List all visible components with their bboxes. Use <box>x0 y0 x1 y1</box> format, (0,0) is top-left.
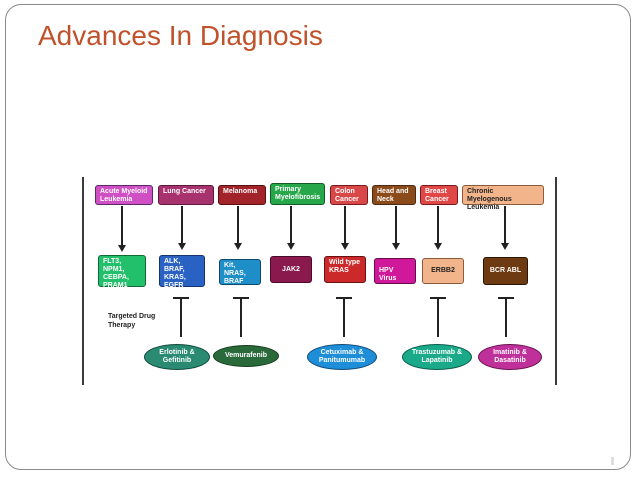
marker-box-jak2: JAK2 <box>270 256 312 283</box>
arrow-head-myelofibrosis <box>287 243 295 250</box>
arrow-aml <box>121 206 123 246</box>
arrow-lung <box>181 206 183 244</box>
disease-box-colon-cancer: Colon Cancer <box>330 185 368 205</box>
slide-title: Advances In Diagnosis <box>38 20 323 51</box>
drug-oval-imatinib-dasatinib: Imatinib & Dasatinib <box>478 344 542 370</box>
marker-box-bcr-abl: BCR ABL <box>483 257 528 285</box>
marker-box-erbb2: ERBB2 <box>422 258 464 284</box>
drug-oval-vemurafenib: Vemurafenib <box>213 345 279 367</box>
arrow-head-lung <box>178 243 186 250</box>
disease-box-lung-cancer: Lung Cancer <box>158 185 214 205</box>
arrow-head-colon <box>341 243 349 250</box>
inhibition-stem-cetuximab <box>343 297 345 337</box>
disease-box-primary-myelofibrosis: Primary Myelofibrosis <box>270 183 325 205</box>
disease-box-head-and-neck: Head and Neck <box>372 185 416 205</box>
arrow-head-neck <box>395 206 397 244</box>
drug-oval-trastuzumab-lapatinib: Trastuzumab & Lapatinib <box>402 344 472 370</box>
disease-box-breast-cancer: Breast Cancer <box>420 185 458 205</box>
targeted-drug-therapy-label: Targeted Drug Therapy <box>108 313 156 329</box>
arrow-myelofibrosis <box>290 206 292 244</box>
marker-box-wild-type-kras: Wild type KRAS <box>324 256 366 283</box>
disease-box-melanoma: Melanoma <box>218 185 266 205</box>
figure-right-edge <box>555 177 557 385</box>
drug-oval-erlotinib-gefitinib: Erlotinib & Gefitinib <box>144 344 210 370</box>
inhibition-stem-erlotinib <box>180 297 182 337</box>
inhibition-stem-imatinib <box>505 297 507 337</box>
marker-box-alk-braf: ALK, BRAF, KRAS, EGFR <box>159 255 205 289</box>
arrow-head-head-neck <box>392 243 400 250</box>
arrow-head-aml <box>118 245 126 252</box>
arrow-breast <box>437 206 439 244</box>
marker-box-kit-nras: Kit, NRAS, BRAF <box>219 259 261 285</box>
arrow-head-melanoma <box>234 243 242 250</box>
marker-box-hpv-virus: HPV Virus <box>374 258 416 284</box>
drug-oval-cetuximab-panitumumab: Cetuximab & Panitumumab <box>307 344 377 370</box>
arrow-head-breast <box>434 243 442 250</box>
arrow-cml <box>504 206 506 244</box>
marker-box-flt3-npm1: FLT3, NPM1, CEBPA, PRAM1 <box>98 255 146 289</box>
slide-number-marker <box>611 457 614 465</box>
arrow-melanoma <box>237 206 239 244</box>
disease-box-chronic-myelogenous-leukemia: Chronic Myelogenous Leukemia <box>462 185 544 211</box>
inhibition-stem-vemurafenib <box>240 297 242 337</box>
inhibition-stem-trastuzumab <box>437 297 439 337</box>
figure-left-edge <box>82 177 84 385</box>
arrow-head-cml <box>501 243 509 250</box>
disease-box-acute-myeloid-leukemia: Acute Myeloid Leukemia <box>95 185 153 205</box>
arrow-colon <box>344 206 346 244</box>
